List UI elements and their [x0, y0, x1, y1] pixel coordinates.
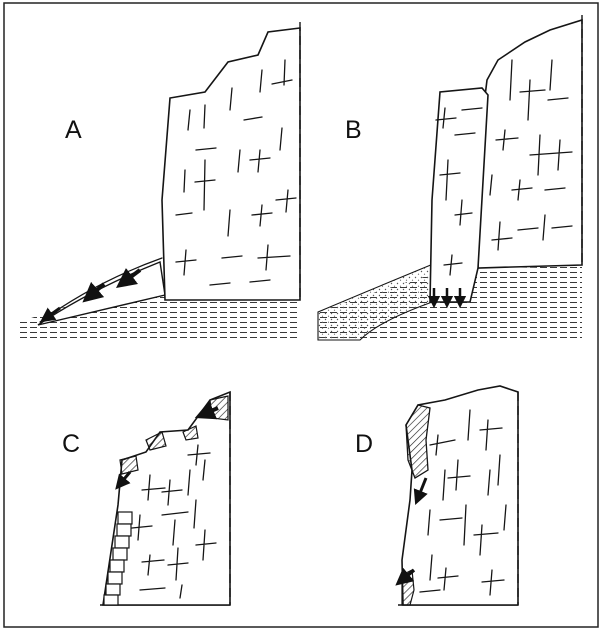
panel-a-label: A	[65, 116, 82, 144]
panel-b-label: B	[345, 116, 362, 144]
panel-c-label: C	[62, 430, 80, 458]
panel-d-label: D	[355, 430, 373, 458]
